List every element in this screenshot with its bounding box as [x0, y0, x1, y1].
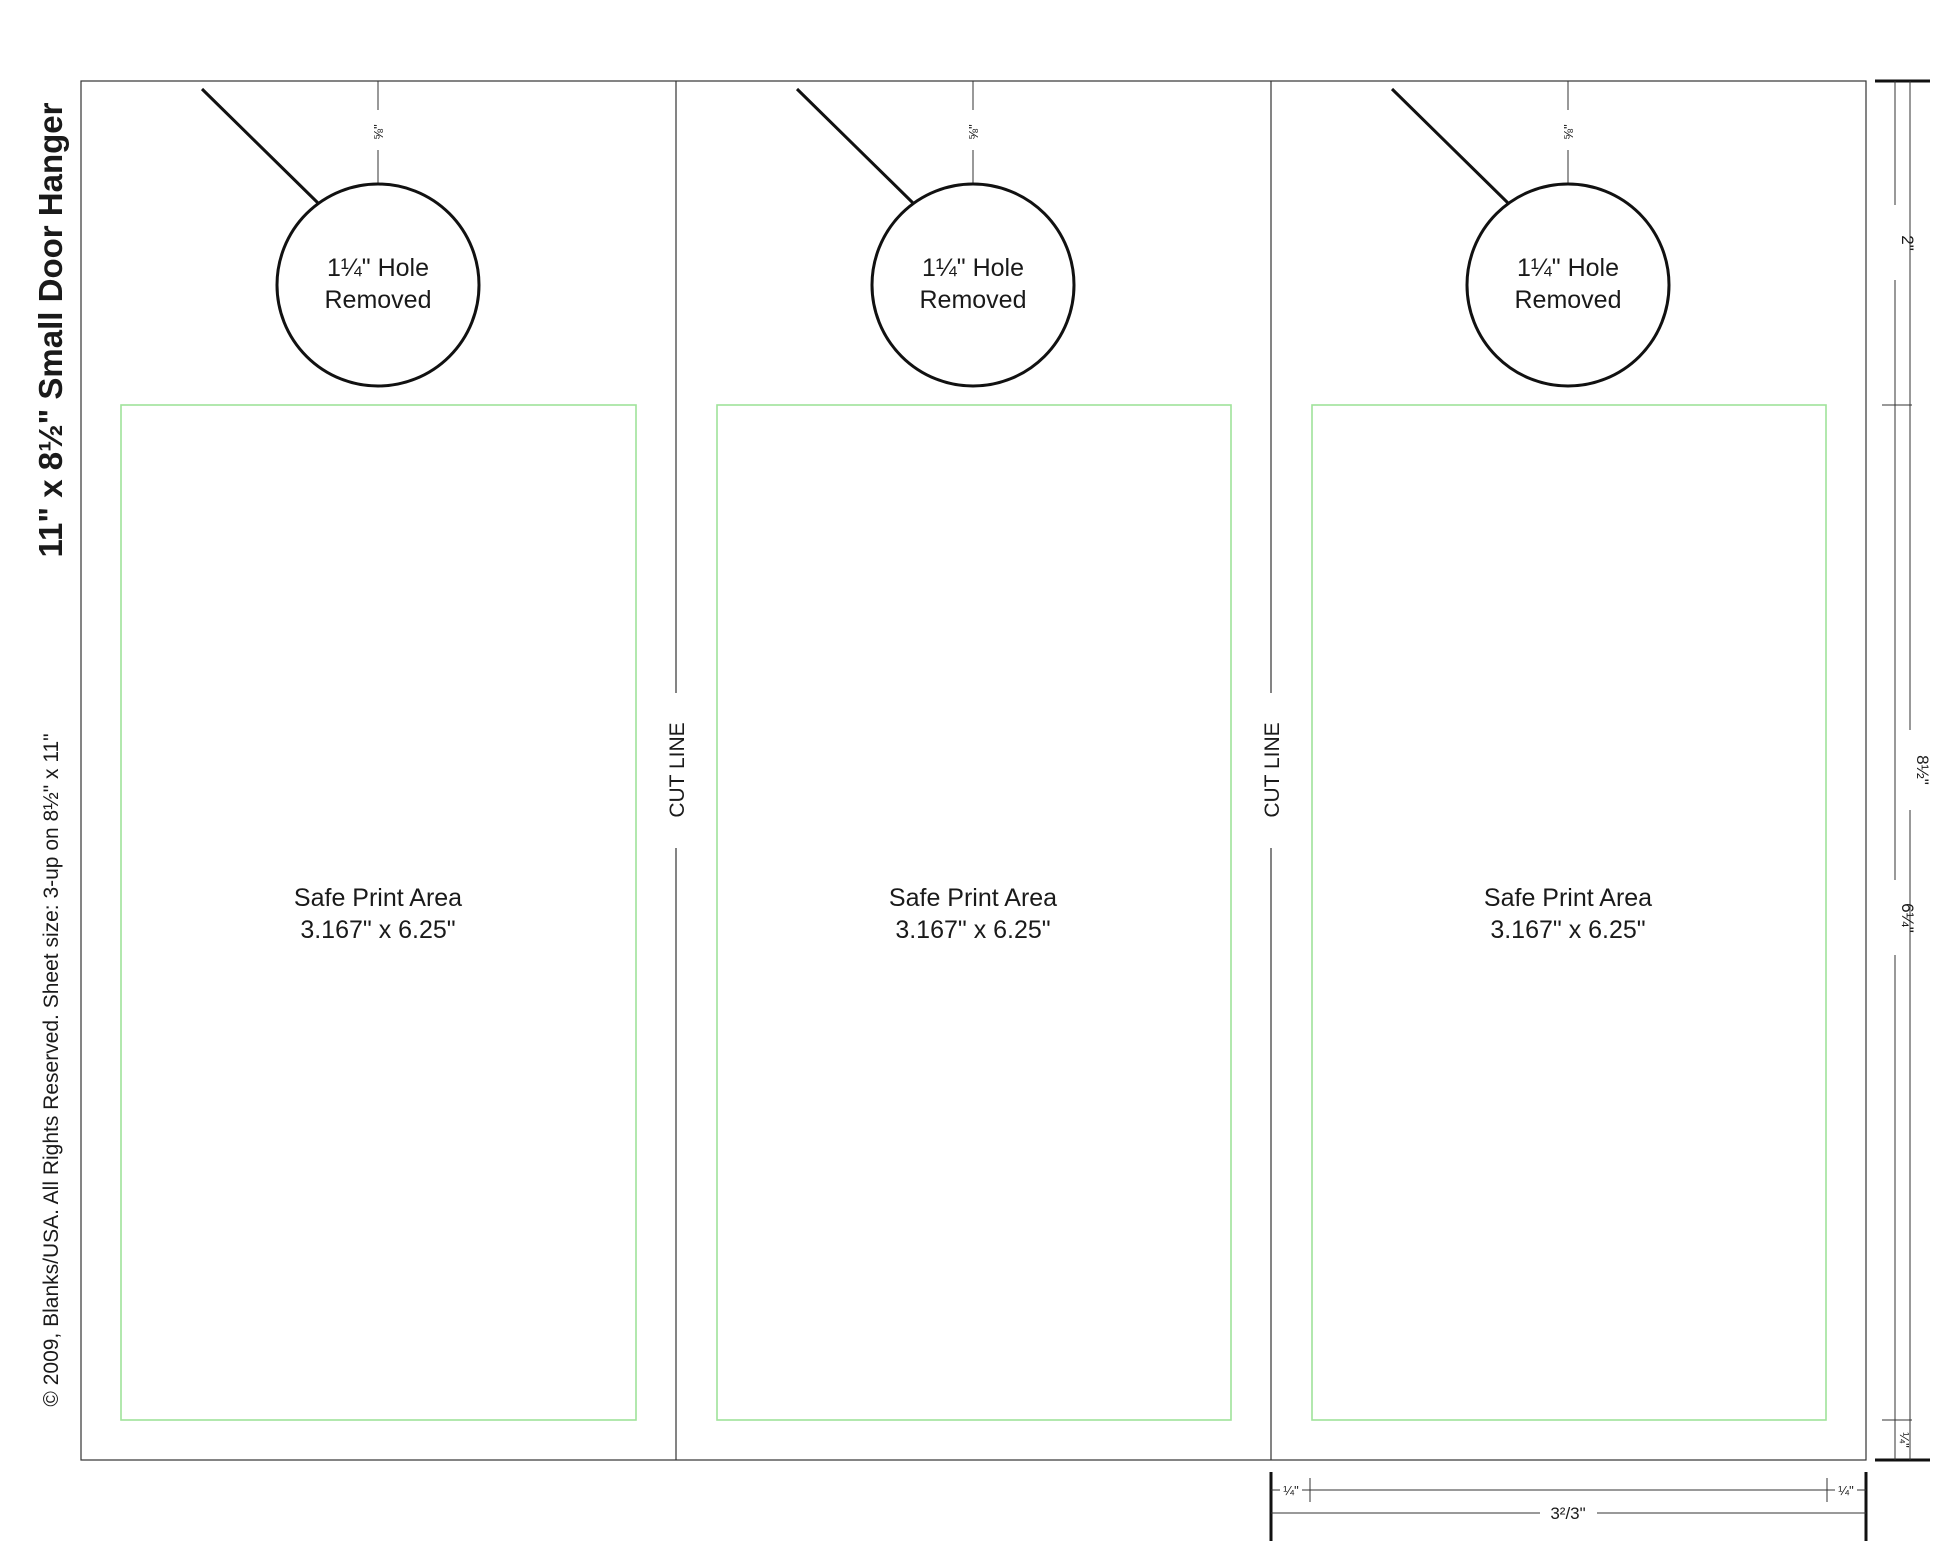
safe-area-label-line2: 3.167" x 6.25"	[300, 916, 455, 944]
dim-bottom-margin: ¼"	[1897, 1432, 1912, 1448]
slit-line	[200, 87, 320, 205]
panel-1: ⅝" 1¼" Hole Removed Safe Print Area 3.16…	[120, 81, 637, 1421]
hole-label-line1: 1¼" Hole	[1517, 254, 1619, 282]
safe-area-label-line2: 3.167" x 6.25"	[895, 916, 1050, 944]
hole-label-line1: 1¼" Hole	[922, 254, 1024, 282]
cut-line-1: CUT LINE	[666, 81, 689, 1460]
safe-area-label-line1: Safe Print Area	[889, 884, 1057, 912]
dim-panel-width: 3²/3"	[1550, 1504, 1585, 1523]
safe-print-area	[1311, 404, 1827, 1421]
safe-print-area	[716, 404, 1232, 1421]
dim-total-height: 8½"	[1913, 755, 1932, 785]
safe-area-label-line2: 3.167" x 6.25"	[1490, 916, 1645, 944]
dim-top-height: 2"	[1898, 235, 1917, 251]
cut-line-2: CUT LINE	[1261, 81, 1284, 1460]
dim-right-margin: ¼"	[1838, 1483, 1854, 1498]
panel-3: ⅝" 1¼" Hole Removed Safe Print Area 3.16…	[1311, 81, 1827, 1421]
template-subtitle: © 2009, Blanks/USA. All Rights Reserved.…	[40, 733, 63, 1406]
hole-label-line2: Removed	[325, 286, 432, 314]
safe-area-label-line1: Safe Print Area	[294, 884, 462, 912]
cut-line-label: CUT LINE	[666, 722, 689, 817]
dim-safe-height: 6¼"	[1898, 903, 1917, 933]
slit-dim-label: ⅝"	[371, 124, 386, 140]
template-title: 11" x 8½" Small Door Hanger	[32, 102, 69, 557]
cut-line-label: CUT LINE	[1261, 722, 1284, 817]
hole-label-line2: Removed	[1515, 286, 1622, 314]
hole-label-line1: 1¼" Hole	[327, 254, 429, 282]
dim-left-margin: ¼"	[1283, 1483, 1299, 1498]
right-dimensions: 8½" 2" 6¼" ¼"	[1875, 79, 1932, 1462]
hole-label-line2: Removed	[920, 286, 1027, 314]
slit-line	[1390, 87, 1510, 205]
slit-dim-label: ⅝"	[966, 124, 981, 140]
hanger-hole	[1465, 182, 1671, 388]
panel-2: ⅝" 1¼" Hole Removed Safe Print Area 3.16…	[716, 81, 1232, 1421]
bottom-dimensions: ¼" ¼" 3²/3"	[1269, 1472, 1868, 1541]
safe-print-area	[120, 404, 637, 1421]
hanger-hole	[275, 182, 481, 388]
slit-dim-label: ⅝"	[1561, 124, 1576, 140]
slit-line	[795, 87, 915, 205]
safe-area-label-line1: Safe Print Area	[1484, 884, 1652, 912]
hanger-hole	[870, 182, 1076, 388]
